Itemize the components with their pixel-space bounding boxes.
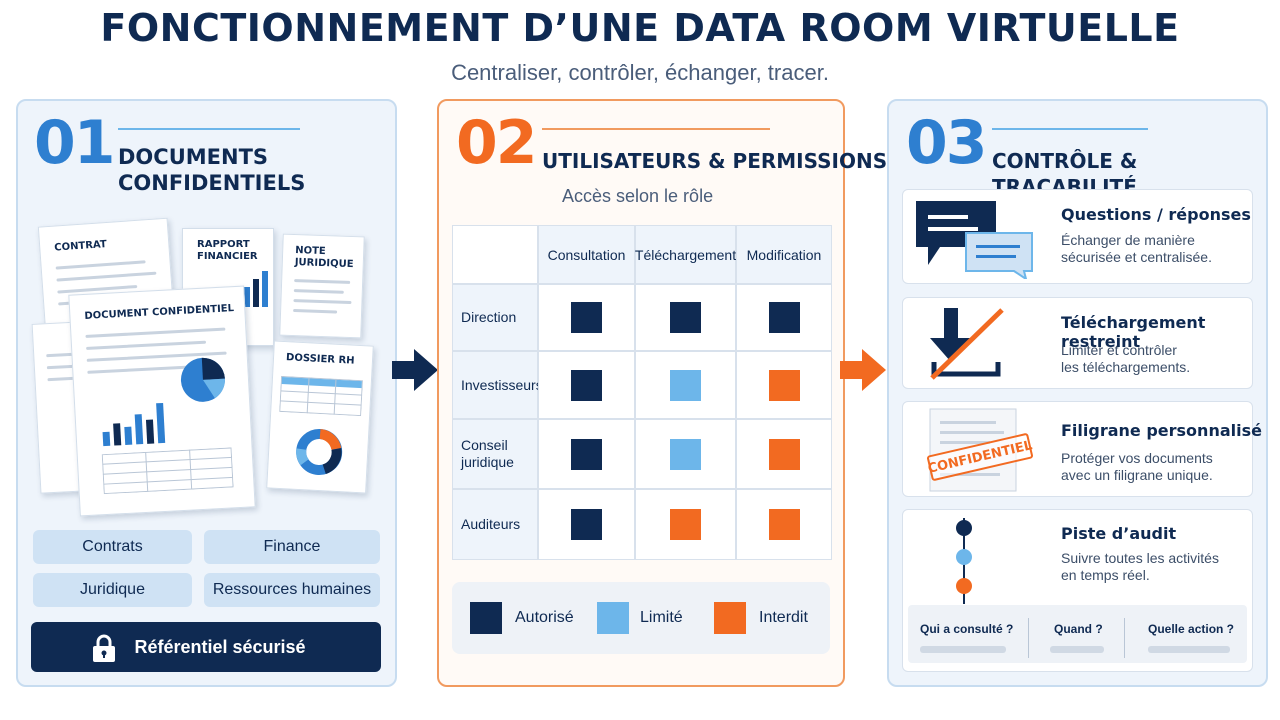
card-desc-audit-1: Suivre toutes les activités: [1061, 550, 1219, 566]
step-number-2: 02: [456, 108, 537, 178]
legend-label-autorise: Autorisé: [515, 609, 574, 626]
row-header: Investisseurs: [452, 351, 543, 419]
permission-limite: [670, 369, 701, 401]
tag-contrats: Contrats: [33, 530, 192, 564]
card-desc-filigrane-2: avec un filigrane unique.: [1061, 467, 1213, 483]
table-icon: [279, 375, 363, 417]
doc-contrat-label: CONTRAT: [53, 239, 108, 254]
permission-autorise: [571, 302, 602, 333]
bar-chart-icon: [102, 402, 166, 447]
doc-note-label-2: JURIDIQUE: [294, 257, 354, 271]
doc-rapport-label-1: RAPPORT: [197, 239, 250, 250]
legend-swatch-limite: [597, 602, 629, 634]
legend-label-interdit: Interdit: [759, 609, 808, 626]
arrow-right-icon: [840, 349, 886, 391]
divider: [1028, 618, 1029, 658]
placeholder-bar: [1148, 646, 1230, 653]
divider: [1124, 618, 1125, 658]
table-corner: [452, 225, 538, 284]
audit-question-quand: Quand ?: [1054, 622, 1103, 636]
card-title-telechargement: Téléchargement restreint: [1061, 313, 1206, 351]
step-number-3: 03: [906, 108, 987, 178]
step1-heading-line1: DOCUMENTS: [118, 145, 269, 169]
pie-chart-icon: [180, 357, 225, 402]
doc-confidentiel: DOCUMENT CONFIDENTIEL: [68, 285, 256, 517]
chat-bubbles-icon: [916, 201, 1033, 279]
column-header: Téléchargement: [635, 225, 736, 284]
row-header: Direction: [452, 284, 538, 351]
permission-autorise: [571, 438, 602, 470]
access-label: Accès selon le rôle: [562, 186, 714, 206]
header-rule-1: [118, 128, 300, 130]
permission-interdit: [768, 438, 800, 470]
doc-rapport-label-2: FINANCIER: [197, 251, 258, 262]
row-header: Conseil juridique: [452, 419, 538, 489]
card-title-filigrane: Filigrane personnalisé: [1061, 421, 1262, 440]
audit-question-qui: Qui a consulté ?: [920, 622, 1014, 636]
card-desc-questions-1: Échanger de manière: [1061, 232, 1195, 248]
page-subtitle: Centraliser, contrôler, échanger, tracer…: [451, 60, 829, 85]
legend-swatch-interdit: [714, 602, 746, 634]
permission-cell: [736, 489, 832, 560]
card-desc-audit-2: en temps réel.: [1061, 567, 1150, 583]
legend-label-limite: Limité: [640, 609, 683, 626]
tag-juridique: Juridique: [33, 573, 192, 607]
audit-question-action: Quelle action ?: [1148, 622, 1235, 636]
column-header: Modification: [736, 225, 832, 284]
download-restricted-icon: [930, 308, 1004, 380]
permission-limite: [670, 438, 701, 470]
arrow-right-icon: [392, 349, 438, 391]
permission-autorise: [571, 369, 602, 401]
page-title: FONCTIONNEMENT D’UNE DATA ROOM VIRTUELLE: [100, 6, 1180, 50]
permission-autorise: [670, 302, 701, 333]
doc-dossier-rh: DOSSIER RH: [266, 340, 374, 494]
column-header: Consultation: [538, 225, 635, 284]
placeholder-bar: [920, 646, 1006, 653]
lock-icon: [93, 634, 115, 662]
permission-interdit: [768, 369, 800, 401]
timeline-icon: [956, 518, 972, 604]
permission-interdit: [670, 509, 701, 540]
row-header: Auditeurs: [452, 489, 538, 560]
card-title-audit: Piste d’audit: [1061, 524, 1177, 543]
card-desc-filigrane-1: Protéger vos documents: [1061, 450, 1213, 466]
header-rule-2: [542, 128, 770, 130]
permission-autorise: [571, 509, 602, 540]
card-title-questions: Questions / réponses: [1061, 205, 1251, 224]
legend-swatch-autorise: [470, 602, 502, 634]
card-desc-telechargement-2: les téléchargements.: [1061, 359, 1191, 375]
placeholder-bar: [1050, 646, 1104, 653]
doc-rh-label: DOSSIER RH: [285, 352, 355, 367]
step-number-1: 01: [34, 108, 115, 178]
doc-confidentiel-label: DOCUMENT CONFIDENTIEL: [84, 303, 235, 322]
step1-heading-line2: CONFIDENTIELS: [118, 171, 306, 195]
step2-heading: UTILISATEURS & PERMISSIONS: [542, 149, 888, 173]
tag-ressources-humaines: Ressources humaines: [204, 573, 380, 607]
doc-note-label-1: NOTE: [295, 245, 326, 258]
card-desc-questions-2: sécurisée et centralisée.: [1061, 249, 1212, 265]
card-desc-telechargement-1: Limiter et contrôler: [1061, 342, 1177, 358]
audit-questions-box: [908, 605, 1247, 663]
secure-repository-banner: Référentiel sécurisé: [31, 622, 381, 672]
tag-finance: Finance: [204, 530, 380, 564]
donut-chart-icon: [296, 429, 343, 476]
permission-autorise: [768, 302, 800, 333]
permission-interdit: [768, 509, 800, 540]
secure-repository-label: Référentiel sécurisé: [134, 636, 306, 657]
table-icon: [101, 447, 234, 495]
header-rule-3: [992, 128, 1148, 130]
permissions-legend: [452, 582, 830, 654]
doc-note-juridique: NOTE JURIDIQUE: [279, 233, 365, 339]
